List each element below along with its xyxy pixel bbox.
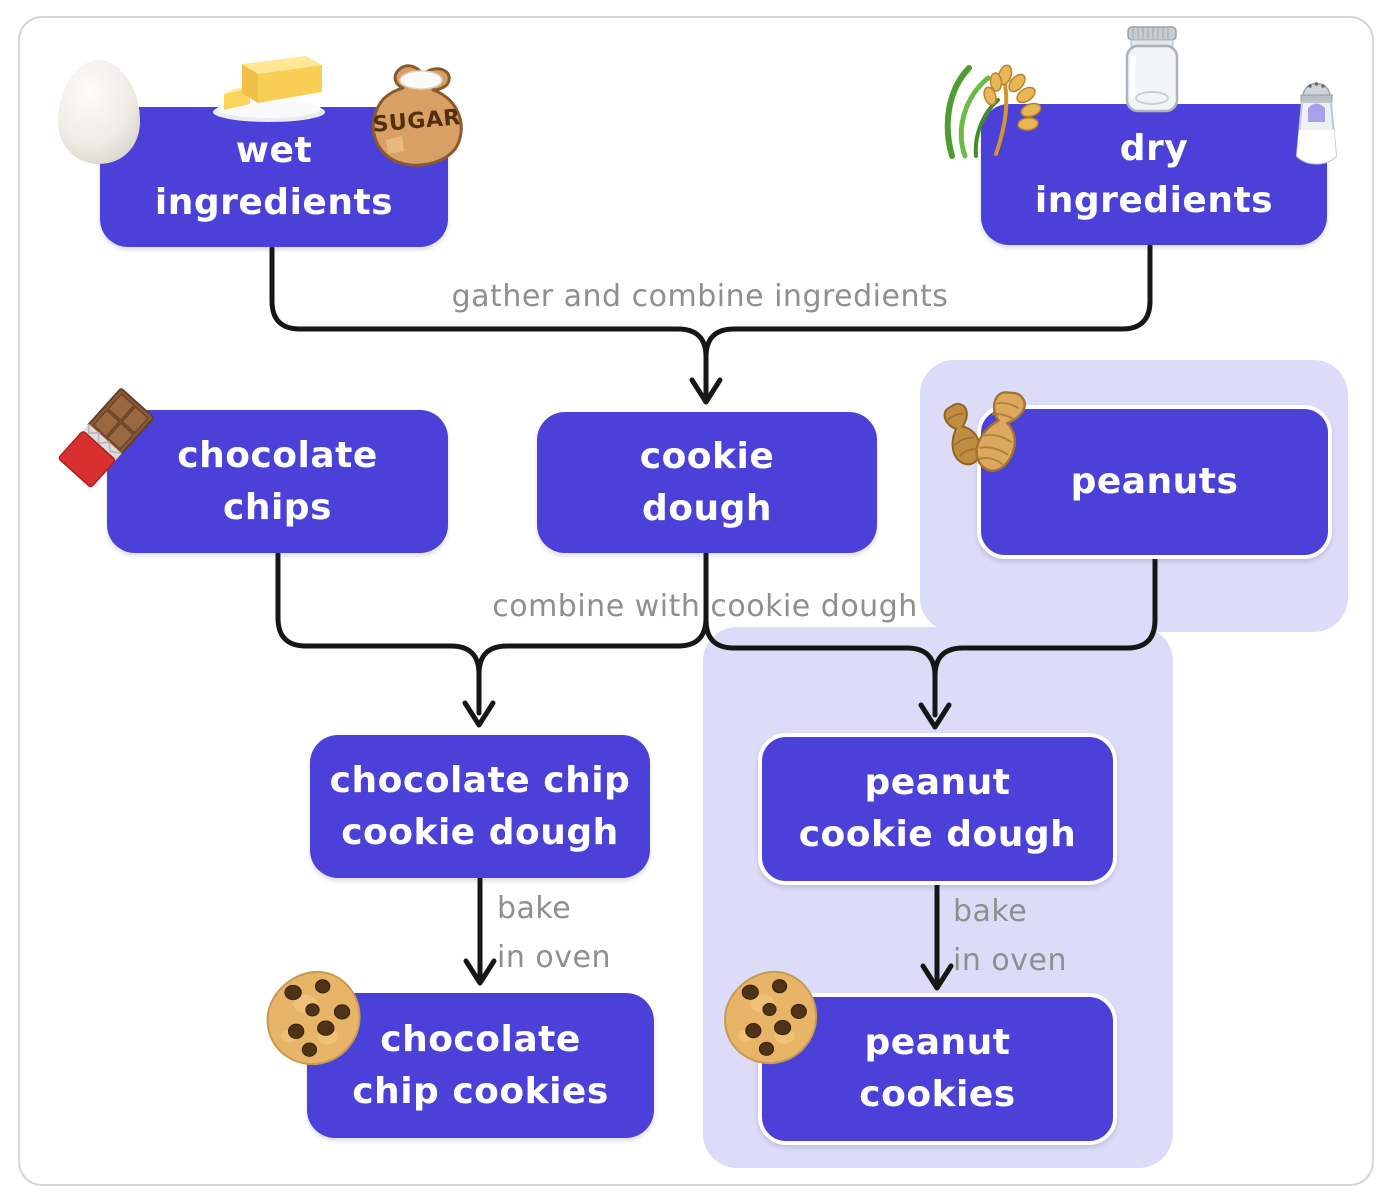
edge-label-line: bake (497, 891, 572, 926)
jar-icon (1121, 25, 1183, 115)
edge-dry-to-dough (703, 243, 1153, 360)
node-wet-ingredients: wet ingredients (100, 107, 448, 247)
edge-label-gather: gather and combine ingredients (451, 279, 949, 314)
cookie-icon (264, 969, 363, 1067)
butter-icon (208, 50, 328, 125)
node-label-line: chocolate chip (329, 759, 631, 801)
node-label-line: peanuts (1070, 461, 1239, 502)
node-label-line: wet (235, 130, 313, 171)
node-label-line: ingredients (154, 182, 394, 223)
peanuts-icon (943, 387, 1046, 491)
node-peanuts: peanuts (977, 405, 1332, 559)
node-label-line: cookie (639, 435, 775, 477)
node-label-line: cookie dough (341, 811, 619, 853)
rice-icon (938, 62, 1042, 160)
node-label-line: chocolate (177, 434, 378, 476)
edge-chips-to-ccdough (275, 551, 482, 716)
node-label-line: ingredients (1034, 179, 1274, 221)
node-label-line: cookie dough (798, 814, 1077, 855)
node-label-line: peanut (864, 762, 1011, 803)
arrowhead-dough (689, 377, 723, 405)
edge-peanuts-to-pdough (932, 555, 1158, 679)
node-label-line: chips (222, 486, 332, 528)
edge-label-bake-left: bake in oven (497, 884, 717, 982)
arrowhead-pcookies (920, 963, 954, 991)
salt-shaker-icon (1292, 72, 1341, 168)
arrowhead-pdough (918, 702, 952, 730)
node-label-line: dry (1119, 127, 1189, 169)
edge-label-combine: combine with cookie dough (492, 589, 918, 624)
edge-wet-to-dough (269, 245, 709, 398)
node-chocolate-chip-cookie-dough: chocolate chip cookie dough (310, 735, 650, 878)
node-label-line: dough (641, 487, 773, 529)
node-dry-ingredients: dry ingredients (981, 104, 1327, 245)
arrowhead-cccookies (463, 958, 497, 986)
node-chocolate-chips: chocolate chips (107, 410, 448, 553)
node-label-line: cookies (859, 1074, 1016, 1115)
edge-label-line: bake (953, 894, 1028, 929)
chocolate-bar-icon (56, 388, 156, 488)
node-chocolate-chip-cookies: chocolate chip cookies (307, 993, 654, 1138)
sugar-bag-icon: SUGAR (366, 58, 468, 170)
cookie-icon (722, 969, 819, 1066)
edge-dough-to-pdough (703, 551, 938, 718)
node-cookie-dough: cookie dough (537, 412, 877, 553)
node-label-line: chocolate (380, 1018, 581, 1060)
arrowhead-ccdough (462, 700, 496, 728)
egg-icon (54, 57, 144, 167)
node-peanut-cookie-dough: peanut cookie dough (758, 733, 1117, 885)
node-label-line: chip cookies (352, 1070, 609, 1112)
node-label-line: peanut (864, 1022, 1011, 1063)
edge-label-line: in oven (497, 940, 611, 975)
edge-label-bake-right: bake in oven (953, 887, 1173, 985)
node-peanut-cookies: peanut cookies (758, 993, 1117, 1145)
edge-label-line: in oven (953, 943, 1067, 978)
